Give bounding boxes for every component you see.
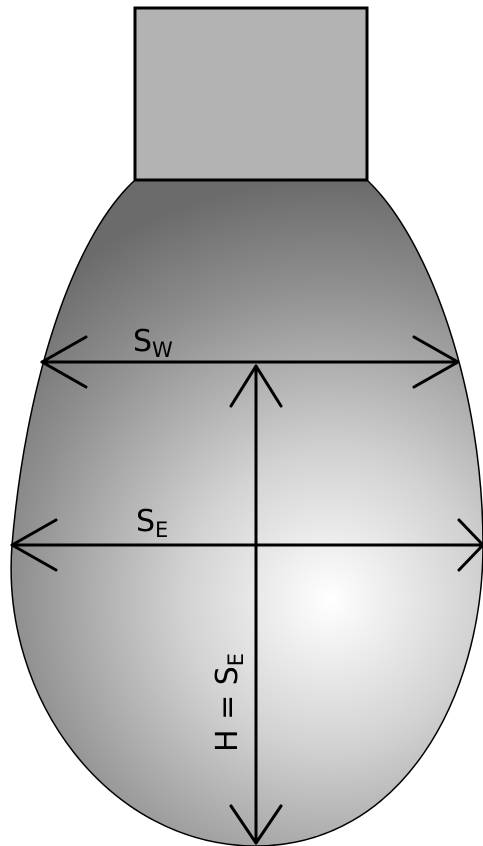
h-dimension-arrow (229, 364, 283, 845)
h-label: H = SE (210, 653, 248, 752)
sw-dimension-arrow (40, 335, 460, 389)
se-label: SE (136, 504, 168, 542)
neck-rectangle (133, 6, 369, 182)
se-dimension-arrow (10, 518, 483, 572)
sw-label: SW (133, 324, 173, 362)
egg-body (10, 179, 483, 846)
